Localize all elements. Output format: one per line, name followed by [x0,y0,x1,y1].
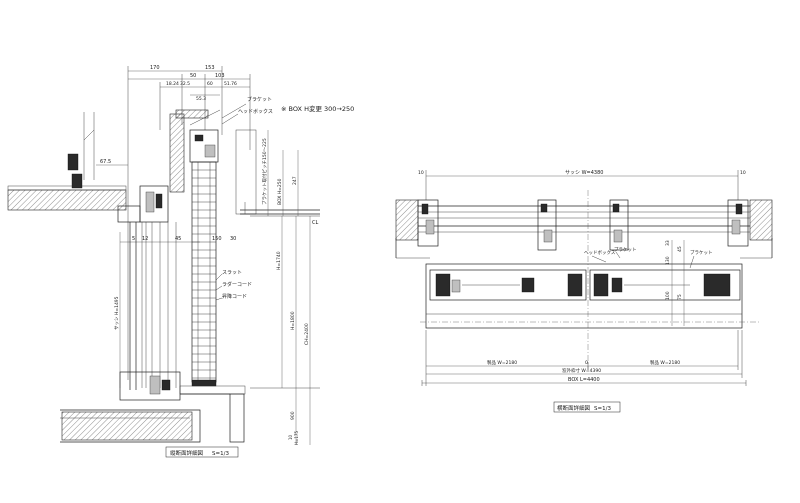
blind-slats [191,161,217,387]
dim-45: 45 [175,236,181,242]
title-vertical-section: 縦断面詳細図 [170,449,204,457]
lower-wall [60,385,246,443]
dim-103: 103 [215,73,225,79]
sash-sill [119,371,181,401]
ceiling-beam [175,109,209,119]
dim-product-w-left: 製品 W=2180 [487,359,517,366]
top-dimension-lines [127,66,251,380]
vertical-dimension-lines [119,130,320,445]
dim-900: 900 [290,411,296,420]
title-horizontal-section: 横断面詳細図 [557,404,591,412]
dim-50: 50 [190,73,196,79]
dim-75: 75 [677,294,683,300]
dim-100: 100 [665,291,671,300]
blind-box-left [429,269,587,301]
vertical-section-title: 縦断面詳細図 S=1/3 [165,446,239,458]
dim-18-24: 18.24 [166,81,179,87]
scale-vertical-section: S=1/3 [212,451,229,457]
sash-mullion-center-left [537,199,557,251]
dim-247: 247 [292,176,298,185]
dim-product-w-right: 製品 W=2180 [650,359,680,366]
blind-head-box [189,109,221,163]
horizontal-section-title: 横断面詳細図 S=1/3 [553,401,621,413]
dim-67-5: 67.5 [100,159,111,165]
upper-wall-section [169,113,185,193]
dim-55-3: 55.3 [196,96,206,102]
bottom-dimension-lines [421,330,747,386]
dim-33: 33 [665,240,671,246]
dim-bracket-pitch: ブラケット取付ピッチ150～225 [261,138,268,205]
dim-h175: H=175 [294,431,299,445]
dim-5: 5 [132,236,135,242]
sash-rails [418,205,750,233]
label-head-box: ヘッドボックス [238,108,273,115]
label-bracket-right-b: ブラケット [690,249,713,256]
label-lift-cord: 昇降コード [222,293,247,300]
dim-sash-w4380: サッシ W=4380 [565,170,603,176]
dim-32-5: 32.5 [180,81,190,87]
vertical-section-drawing: 170 153 50 103 18.24 32.5 60 51.76 55.3 … [7,65,354,458]
dim-box-h: BOX H=250 [277,178,283,205]
ceiling-board [235,129,257,215]
dim-30: 30 [230,236,236,242]
label-ladder-cord: ラダーコード [222,281,252,288]
dim-51-76: 51.76 [224,81,237,87]
dim-130: 130 [665,256,671,265]
sash-mullion-center-right [609,199,629,251]
dim-12: 12 [142,236,148,242]
dim-153: 153 [205,65,215,71]
note-box-height-change: ※ BOX H変更 300→250 [281,104,354,113]
horizontal-section-drawing: サッシ W=4380 10 10 [395,170,773,413]
label-slat: スラット [222,270,242,276]
label-bracket: ブラケット [247,96,272,103]
label-head-box-right: ヘッドボックス [584,249,616,256]
dim-150: 150 [212,236,222,242]
sash-glazing [129,222,177,390]
right-wall [749,199,773,241]
dim-box-l: BOX L=4400 [568,377,600,383]
dim-opening-w: 窓外枠寸 W=4390 [562,367,601,374]
label-cl: CL [312,220,318,226]
dim-top-10-right: 10 [740,170,746,176]
sash-jamb-right [727,199,749,247]
dim-top-10-left: 10 [418,170,424,176]
dim-10: 10 [288,434,293,440]
box-outline [425,263,743,329]
dim-h1800: H=1800 [290,311,296,330]
dim-170: 170 [150,65,160,71]
sash-head [117,185,169,223]
dim-60: 60 [207,81,213,87]
dim-ch2400: CH=2400 [304,323,310,345]
sash-jamb-left [417,199,439,247]
dim-45: 45 [677,246,683,252]
dim-h1740: H=1740 [276,251,282,270]
left-wall [395,199,419,241]
blind-box-right [589,269,741,301]
label-bracket-right-a: ブラケット [614,246,637,253]
scale-horizontal-section: S=1/3 [594,406,611,412]
dim-center-zero: 0 [585,360,588,366]
dim-sash-h1495: サッシ H=1495 [114,296,120,330]
canopy [7,112,127,211]
